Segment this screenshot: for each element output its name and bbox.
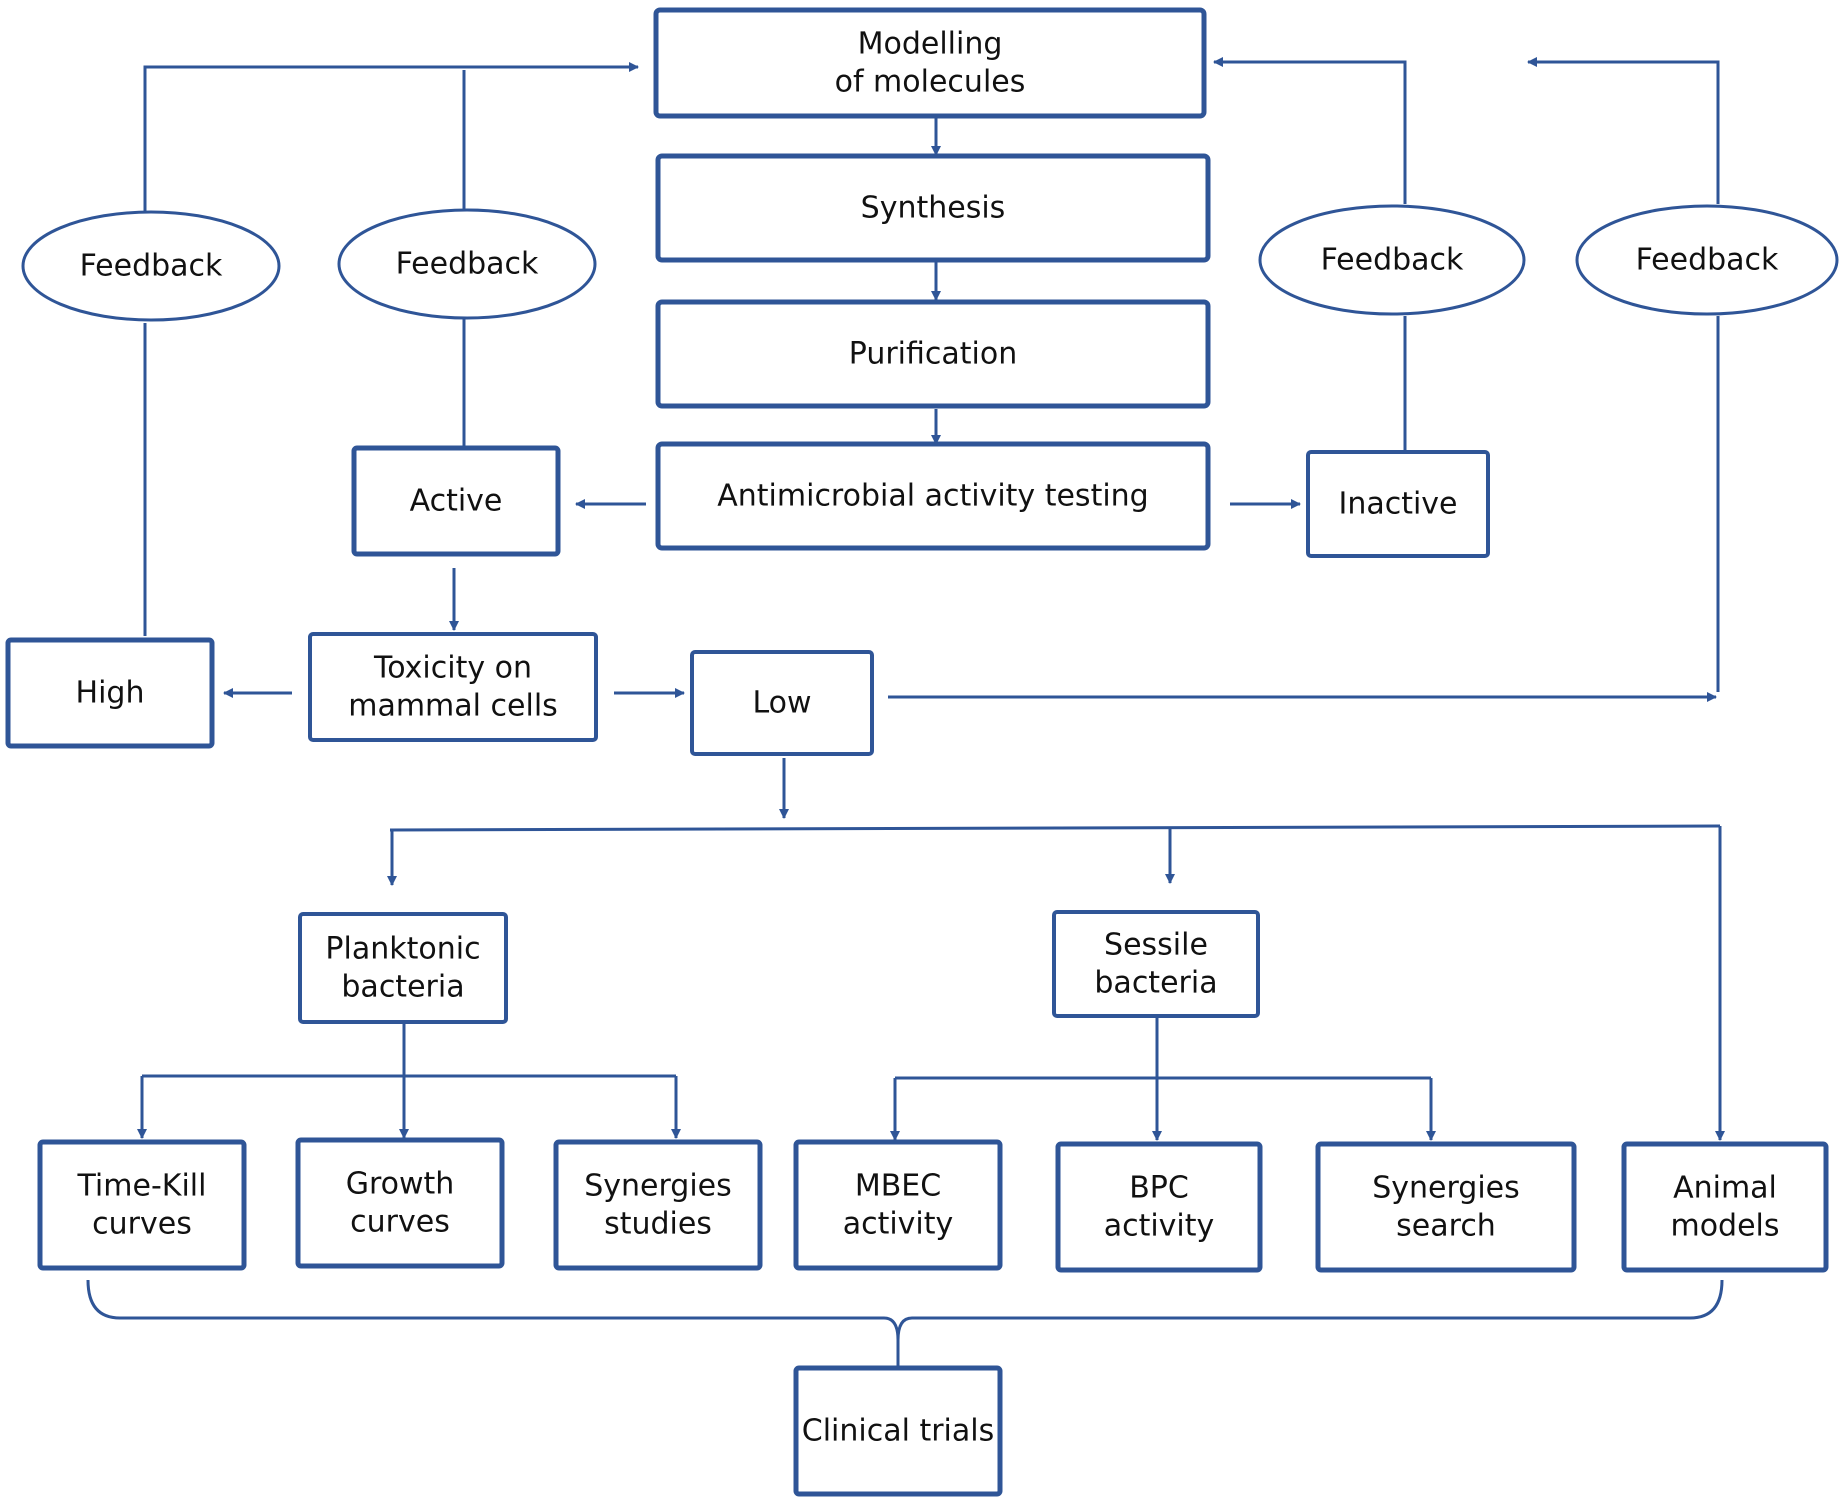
node-inactive: Inactive bbox=[1306, 450, 1490, 558]
sessile-label-line-1: Sessile bbox=[1104, 928, 1208, 963]
inactive-label-line-1: Inactive bbox=[1338, 487, 1457, 522]
planktonic-label-line-1: Planktonic bbox=[325, 932, 480, 967]
synergies-search-label-line-1: Synergies bbox=[1372, 1171, 1520, 1206]
bpc-label-line-1: BPC bbox=[1129, 1171, 1189, 1206]
modelling-label-line-1: Modelling bbox=[858, 27, 1003, 62]
time-kill-label-line-2: curves bbox=[92, 1207, 192, 1242]
node-antimicrobial-testing: Antimicrobial activity testing bbox=[655, 441, 1211, 551]
mbec-label-line-1: MBEC bbox=[855, 1169, 941, 1204]
animal-label-line-1: Animal bbox=[1673, 1171, 1777, 1206]
node-low: Low bbox=[690, 650, 874, 756]
feedback-1-label-line-1: Feedback bbox=[80, 249, 223, 284]
arrow-feedback-1-to-modelling bbox=[143, 62, 639, 241]
planktonic-label-line-2: bacteria bbox=[341, 970, 464, 1005]
connectors bbox=[86, 57, 1725, 1368]
growth-label-line-1: Growth bbox=[346, 1167, 455, 1202]
animal-label-line-2: models bbox=[1670, 1209, 1779, 1244]
feedback-4-label-line-1: Feedback bbox=[1636, 243, 1779, 278]
toxicity-label-line-2: mammal cells bbox=[348, 689, 558, 724]
synergies-search-label-line-2: search bbox=[1396, 1209, 1496, 1244]
synergies-studies-label-line-1: Synergies bbox=[584, 1169, 732, 1204]
feedback-2-label-line-1: Feedback bbox=[396, 247, 539, 282]
node-clinical-trials: Clinical trials bbox=[793, 1365, 1003, 1497]
node-purification: Purification bbox=[655, 299, 1211, 409]
modelling-label-line-2: of molecules bbox=[835, 65, 1026, 100]
toxicity-label-line-1: Toxicity on bbox=[373, 651, 532, 686]
arrow-feedback-4-to-top bbox=[1527, 57, 1720, 204]
node-synthesis: Synthesis bbox=[655, 153, 1211, 263]
node-feedback-3: Feedback bbox=[1258, 204, 1526, 316]
feedback-3-label-line-1: Feedback bbox=[1321, 243, 1464, 278]
purification-label-line-1: Purification bbox=[849, 337, 1018, 372]
bpc-label-line-2: activity bbox=[1104, 1209, 1215, 1244]
high-label-line-1: High bbox=[76, 676, 145, 711]
sessile-label-line-2: bacteria bbox=[1094, 966, 1217, 1001]
node-feedback-4: Feedback bbox=[1575, 204, 1839, 316]
active-label-line-1: Active bbox=[410, 484, 503, 519]
time-kill-label-line-1: Time-Kill bbox=[77, 1169, 207, 1204]
arrow-feedback-3-to-modelling bbox=[1213, 57, 1407, 204]
node-high: High bbox=[5, 637, 215, 749]
line-branch-bus bbox=[389, 824, 1721, 832]
low-label-line-1: Low bbox=[752, 686, 811, 721]
brace-to-clinical-trials bbox=[86, 1279, 1724, 1341]
growth-label-line-2: curves bbox=[350, 1205, 450, 1240]
synthesis-label-line-1: Synthesis bbox=[861, 191, 1006, 226]
clinical-label-line-1: Clinical trials bbox=[802, 1414, 995, 1449]
synergies-studies-label-line-2: studies bbox=[604, 1207, 712, 1242]
node-feedback-2: Feedback bbox=[337, 208, 597, 320]
node-feedback-1: Feedback bbox=[21, 210, 281, 322]
mbec-label-line-2: activity bbox=[843, 1207, 954, 1242]
antimicrobial-label-line-1: Antimicrobial activity testing bbox=[717, 479, 1148, 514]
node-active: Active bbox=[351, 445, 561, 557]
